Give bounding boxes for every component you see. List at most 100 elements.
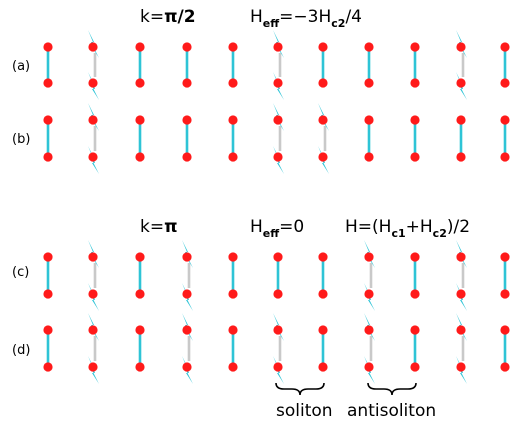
lattice-site [88,78,98,88]
mid-heff-label: Heff=0 [250,217,304,240]
lattice-site [410,152,420,162]
lattice-site [364,252,374,262]
lattice-site [182,289,192,299]
lattice-site [364,78,374,88]
lattice-site [500,152,510,162]
lattice-site [410,325,420,335]
lattice-site [182,252,192,262]
panel-label-c: (c) [12,265,29,280]
lattice-site [318,325,328,335]
lattice-site [500,42,510,52]
lattice-site [410,42,420,52]
lattice-site [273,362,283,372]
lattice-site [88,115,98,125]
lattice-site [456,115,466,125]
lattice-site [410,289,420,299]
lattice-site [364,42,374,52]
lattice-site [456,325,466,335]
lattice-site [273,252,283,262]
lattice-site [182,362,192,372]
lattice-site [43,325,53,335]
lattice-site [318,78,328,88]
lattice-site [135,152,145,162]
lattice-site [88,152,98,162]
lattice-site [273,152,283,162]
lattice-site [410,252,420,262]
lattice-site [500,362,510,372]
lattice-site [135,42,145,52]
top-heff-label: Heff=−3Hc2/4 [250,7,362,30]
lattice-site [88,362,98,372]
soliton-label: soliton [276,401,333,421]
soliton-brace [275,382,325,396]
antisoliton-label: antisoliton [347,401,436,421]
lattice-site [182,115,192,125]
lattice-site [456,362,466,372]
lattice-site [273,78,283,88]
lattice-site [318,252,328,262]
lattice-site [456,152,466,162]
lattice-site [228,362,238,372]
lattice-site [318,115,328,125]
lattice-site [135,252,145,262]
lattice-site [135,78,145,88]
mid-field-label: H=(Hc1+Hc2)/2 [345,217,470,240]
lattice-site [88,42,98,52]
lattice-site [135,289,145,299]
lattice-site [43,289,53,299]
lattice-site [43,78,53,88]
lattice-site [500,115,510,125]
lattice-site [318,289,328,299]
lattice-site [228,289,238,299]
lattice-site [273,42,283,52]
antisoliton-brace [367,382,417,396]
lattice-site [273,115,283,125]
lattice-site [456,289,466,299]
lattice-site [273,325,283,335]
lattice [43,30,510,384]
panel-label-a: (a) [12,59,30,74]
lattice-site [456,252,466,262]
lattice-site [364,152,374,162]
lattice-site [43,152,53,162]
lattice-site [500,289,510,299]
lattice-site [228,325,238,335]
lattice-site [43,362,53,372]
panel-label-d: (d) [12,343,30,358]
lattice-site [182,78,192,88]
lattice-site [88,252,98,262]
lattice-site [228,115,238,125]
lattice-site [228,78,238,88]
lattice-site [228,42,238,52]
lattice-site [43,42,53,52]
lattice-site [318,42,328,52]
lattice-site [273,289,283,299]
panel-label-b: (b) [12,132,30,147]
lattice-site [500,325,510,335]
lattice-site [88,325,98,335]
lattice-site [456,78,466,88]
lattice-site [43,252,53,262]
top-k-label: k=π/2 [140,7,196,27]
lattice-site [135,362,145,372]
lattice-site [228,152,238,162]
lattice-site [318,152,328,162]
lattice-site [410,115,420,125]
lattice-site [500,78,510,88]
lattice-site [364,362,374,372]
mid-k-label: k=π [140,217,178,237]
lattice-site [228,252,238,262]
lattice-site [182,325,192,335]
lattice-site [135,325,145,335]
lattice-site [182,152,192,162]
lattice-site [43,115,53,125]
lattice-site [88,289,98,299]
lattice-site [456,42,466,52]
lattice-site [410,78,420,88]
lattice-site [364,289,374,299]
lattice-site [410,362,420,372]
lattice-site [500,252,510,262]
lattice-site [364,325,374,335]
lattice-site [318,362,328,372]
